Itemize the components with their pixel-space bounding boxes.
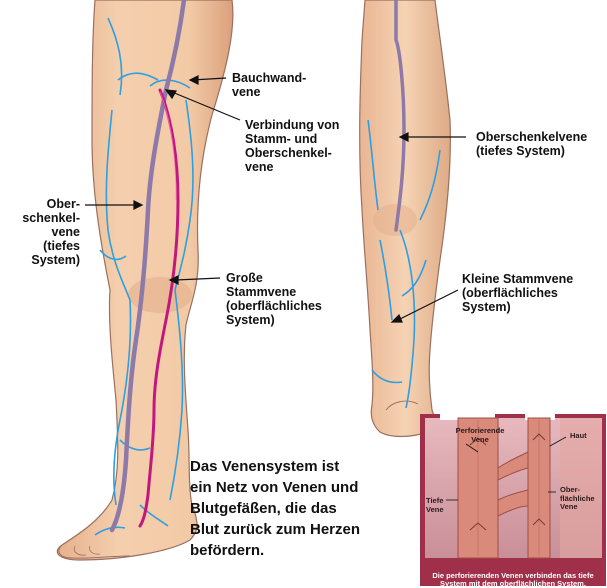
inset-label-haut: Haut — [570, 432, 587, 441]
label-verbindung-stamm-oberschenkelvene: Verbindung von Stamm- und Oberschenkel- … — [245, 118, 339, 174]
label-grosse-stammvene: Große Stammvene (oberflächliches System) — [226, 271, 322, 327]
inset-caption: Die perforierenden Venen verbinden das t… — [420, 572, 606, 588]
label-kleine-stammvene: Kleine Stammvene (oberflächliches System… — [462, 272, 573, 314]
label-bauchwandvene: Bauchwand- vene — [232, 71, 306, 99]
description-text: Das Venensystem ist ein Netz von Venen u… — [190, 456, 420, 561]
label-oberschenkelvene-left: Ober- schenkel- vene (tiefes System) — [10, 197, 80, 267]
label-oberschenkelvene-right: Oberschenkelvene (tiefes System) — [476, 130, 587, 158]
inset-label-tiefe-vene: Tiefe Vene — [426, 497, 444, 514]
inset-label-perforierende-vene: Perforierende Vene — [450, 427, 510, 444]
inset-labels: Perforierende Vene Haut Tiefe Vene Ober-… — [420, 414, 606, 586]
inset-label-oberflaechliche-vene: Ober- flächliche Vene — [560, 486, 595, 512]
